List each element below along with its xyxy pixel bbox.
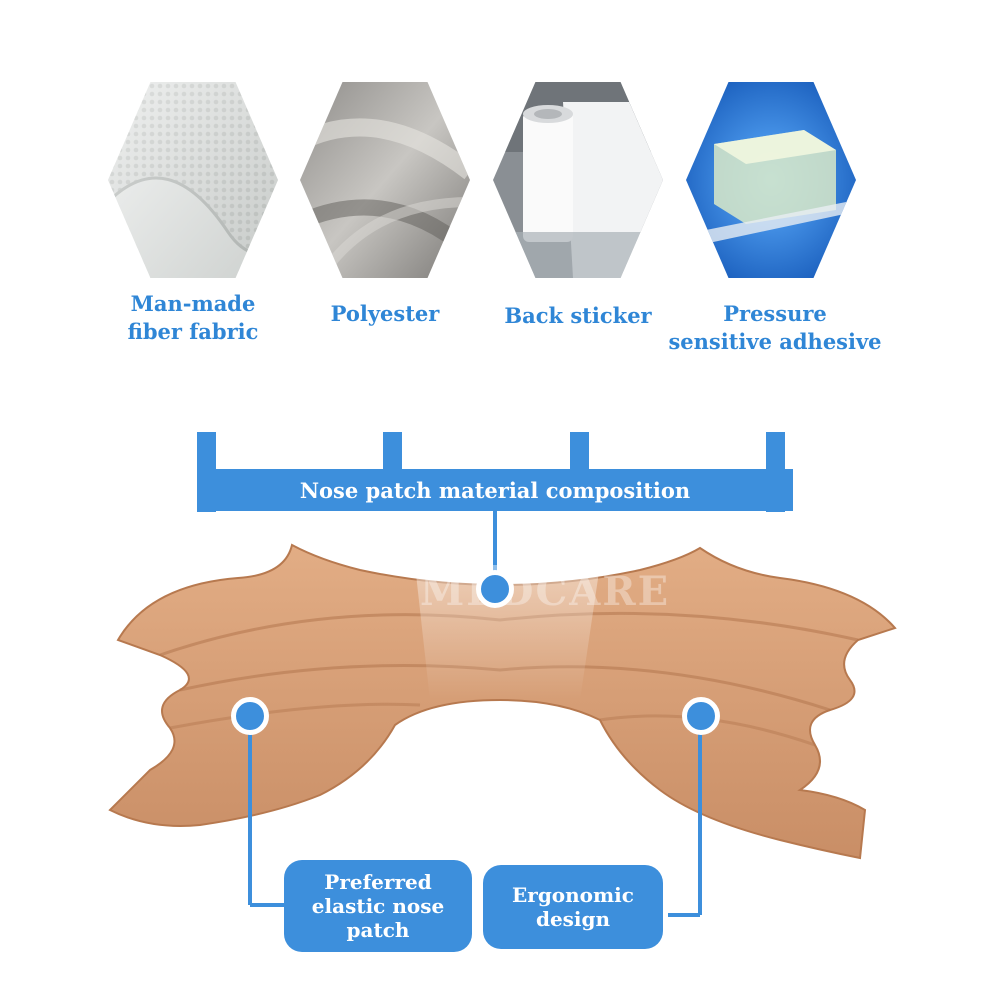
material-label-back-sticker: Back sticker: [504, 303, 652, 328]
bracket-line-2: [383, 432, 402, 472]
bracket-line-3: [570, 432, 589, 472]
ergonomic-marker-dot: [682, 697, 720, 735]
elastic-marker-dot: [231, 697, 269, 735]
composition-label: Nose patch material composition: [299, 477, 691, 503]
composition-pointer-line: [493, 511, 497, 576]
material-label-fiber-fabric: Man-made fiber fabric: [127, 291, 259, 344]
feature-ergonomic-design: Ergonomic design: [483, 865, 663, 949]
composition-marker-dot: [476, 570, 514, 608]
material-label-polyester: Polyester: [330, 301, 440, 326]
brand-watermark: MEDCARE: [420, 568, 671, 615]
material-label-adhesive: Pressure sensitive adhesive: [668, 301, 882, 354]
feature-elastic-patch: Preferred elastic nose patch: [284, 860, 472, 952]
composition-banner: Nose patch material composition: [197, 469, 793, 511]
